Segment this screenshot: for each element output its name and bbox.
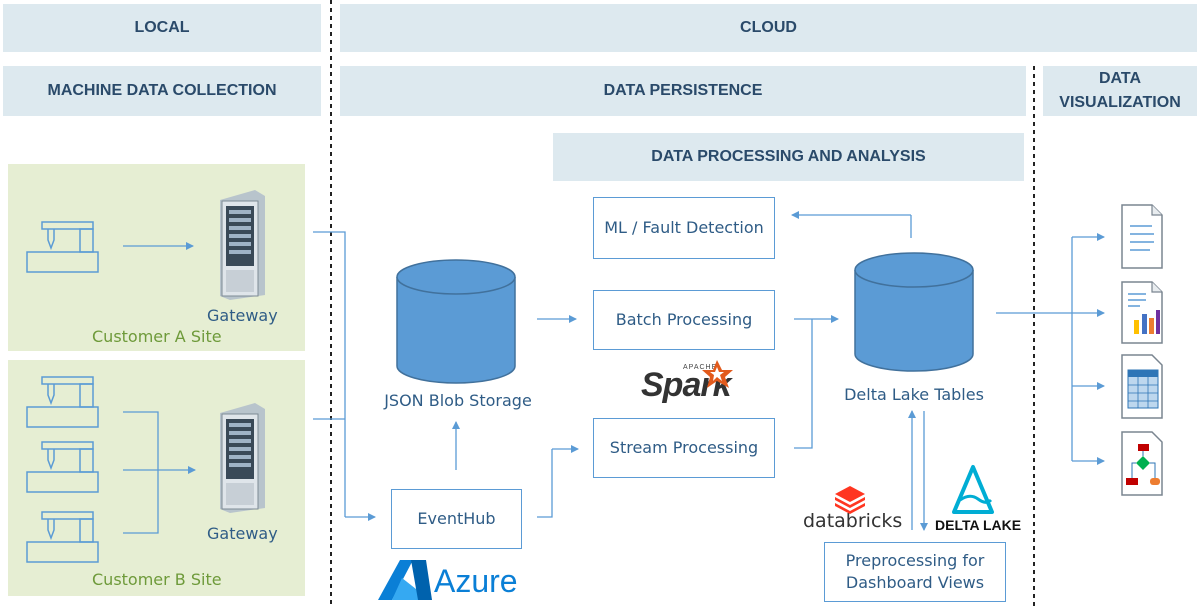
table-icon bbox=[1121, 354, 1163, 419]
eventhub-box: EventHub bbox=[391, 489, 522, 549]
json-blob-storage-label: JSON Blob Storage bbox=[384, 391, 532, 410]
batch-processing-box: Batch Processing bbox=[593, 290, 775, 350]
ml-fault-detection-box: ML / Fault Detection bbox=[593, 197, 775, 259]
spark-apache-text: APACHE bbox=[683, 364, 718, 371]
database-icon bbox=[854, 252, 974, 372]
delta-lake-logo-text: DELTA LAKE bbox=[935, 517, 1022, 533]
customer-b-site-panel bbox=[8, 360, 305, 596]
header-machine-data-collection: MACHINE DATA COLLECTION bbox=[3, 66, 321, 116]
header-local: LOCAL bbox=[3, 4, 321, 52]
header-data-processing-and-analysis: DATA PROCESSING AND ANALYSIS bbox=[553, 133, 1024, 181]
spark-logo-text: Spark bbox=[641, 366, 731, 404]
customer-a-site-label: Customer A Site bbox=[92, 327, 222, 346]
document-icon bbox=[1121, 204, 1163, 269]
header-data-visualization: DATA VISUALIZATION bbox=[1043, 66, 1197, 116]
header-cloud: CLOUD bbox=[340, 4, 1197, 52]
delta-lake-triangle-icon bbox=[952, 465, 994, 514]
preprocessing-box: Preprocessing for Dashboard Views bbox=[824, 542, 1006, 602]
azure-logo-text: Azure bbox=[434, 563, 518, 599]
databricks-logo-text: databricks bbox=[803, 510, 903, 532]
azure-logo-icon bbox=[378, 560, 432, 600]
report-chart-icon bbox=[1121, 281, 1163, 344]
gateway-b-label: Gateway bbox=[207, 524, 278, 543]
header-data-persistence: DATA PERSISTENCE bbox=[340, 66, 1026, 116]
delta-lake-tables-label: Delta Lake Tables bbox=[844, 385, 984, 404]
customer-b-site-label: Customer B Site bbox=[92, 570, 222, 589]
gateway-a-label: Gateway bbox=[207, 306, 278, 325]
database-icon bbox=[396, 259, 516, 384]
stream-processing-box: Stream Processing bbox=[593, 418, 775, 478]
flowchart-icon bbox=[1121, 431, 1163, 496]
